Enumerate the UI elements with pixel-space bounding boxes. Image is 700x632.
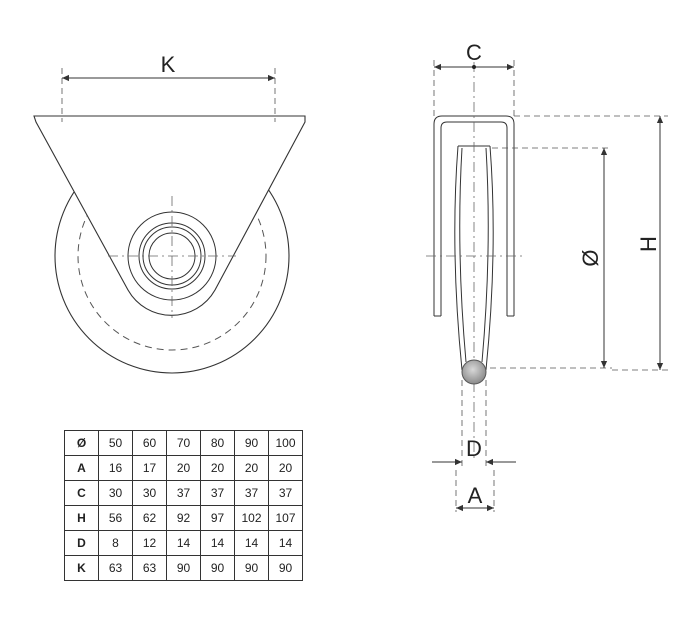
table-cell: 14 — [234, 530, 269, 556]
wheel-groove-left — [459, 147, 467, 363]
table-cell: 14 — [166, 530, 201, 556]
table-cell: 37 — [166, 480, 201, 506]
table-cell: 63 — [132, 555, 167, 581]
table-cell: 100 — [268, 430, 303, 456]
table-row-key: C — [64, 480, 99, 506]
rail-section — [461, 359, 487, 385]
table-cell: 20 — [234, 455, 269, 481]
table-cell: 80 — [200, 430, 235, 456]
table-row-key: K — [64, 555, 99, 581]
table-cell: 20 — [200, 455, 235, 481]
table-cell: 14 — [200, 530, 235, 556]
table-row-key: H — [64, 505, 99, 531]
table-cell: 62 — [132, 505, 167, 531]
table-cell: 37 — [200, 480, 235, 506]
table-cell: 90 — [200, 555, 235, 581]
table-row-key: Ø — [64, 430, 99, 456]
table-cell: 12 — [132, 530, 167, 556]
table-cell: 90 — [268, 555, 303, 581]
table-cell: 20 — [166, 455, 201, 481]
table-cell: 60 — [132, 430, 167, 456]
wheel-profile-right — [485, 145, 494, 371]
wheel-groove-right — [481, 147, 489, 363]
table-cell: 56 — [98, 505, 133, 531]
bracket-outline — [33, 115, 306, 316]
wheel-profile-left — [454, 145, 463, 371]
table-cell: 16 — [98, 455, 133, 481]
table-cell: 14 — [268, 530, 303, 556]
table-row-key: A — [64, 455, 99, 481]
front-view — [33, 68, 306, 374]
diameter-label: Ø — [578, 249, 603, 266]
table-cell: 8 — [98, 530, 133, 556]
table-cell: 20 — [268, 455, 303, 481]
table-cell: 92 — [166, 505, 201, 531]
c-center-dot — [472, 65, 476, 69]
table-cell: 90 — [234, 555, 269, 581]
table-cell: 63 — [98, 555, 133, 581]
table-cell: 37 — [268, 480, 303, 506]
table-cell: 107 — [268, 505, 303, 531]
wheel-groove-hidden-line — [77, 161, 267, 351]
table-cell: 97 — [200, 505, 235, 531]
table-cell: 90 — [234, 430, 269, 456]
table-cell: 50 — [98, 430, 133, 456]
table-cell: 70 — [166, 430, 201, 456]
table-cell: 102 — [234, 505, 269, 531]
side-view — [426, 60, 668, 512]
d-label: D — [466, 436, 482, 461]
table-cell: 17 — [132, 455, 167, 481]
h-label: H — [636, 236, 661, 252]
k-label: K — [161, 52, 176, 77]
table-cell: 30 — [98, 480, 133, 506]
table-row-key: D — [64, 530, 99, 556]
table-cell: 90 — [166, 555, 201, 581]
table-cell: 37 — [234, 480, 269, 506]
table-cell: 30 — [132, 480, 167, 506]
a-label: A — [468, 483, 483, 508]
c-label: C — [466, 40, 482, 65]
